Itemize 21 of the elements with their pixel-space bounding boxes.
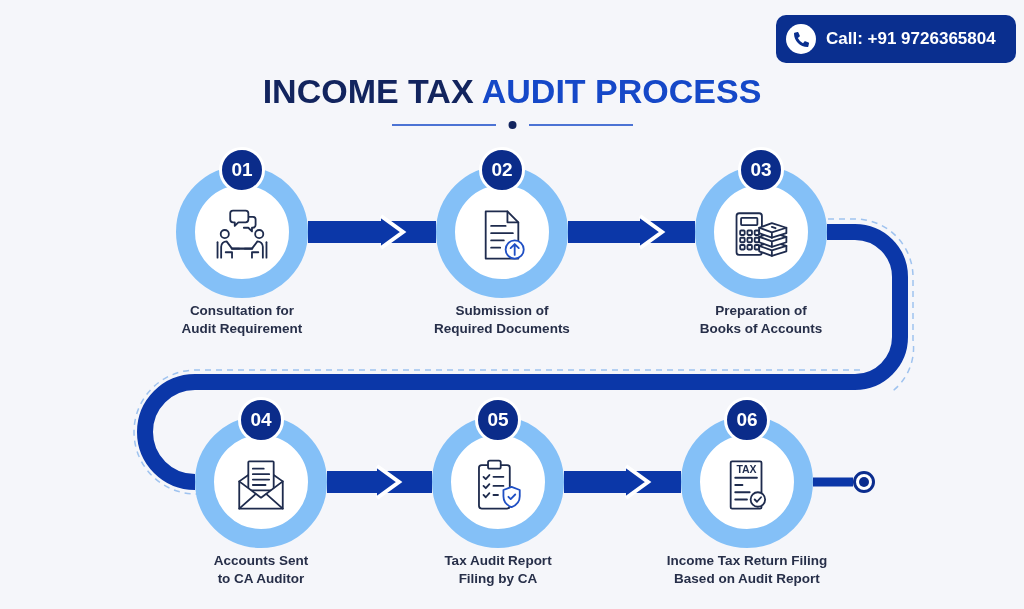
end-point-marker (853, 471, 875, 493)
step-number-badge: 04 (238, 397, 284, 443)
step-caption: Consultation for Audit Requirement (180, 302, 304, 338)
document-heading-text: TAX (735, 463, 758, 475)
page-title: INCOME TAX AUDIT PROCESS (261, 71, 763, 112)
flow-arrow (327, 464, 432, 500)
phone-number-text: Call: +91 9726365804 (826, 28, 996, 51)
step-number-badge: 01 (219, 147, 265, 193)
step-number-badge: 05 (475, 397, 521, 443)
step-caption: Accounts Sent to CA Auditor (212, 552, 310, 588)
flow-arrow (564, 464, 681, 500)
step-number-badge: 02 (479, 147, 525, 193)
step-number-badge: 06 (724, 397, 770, 443)
step-caption: Tax Audit Report Filing by CA (443, 552, 553, 588)
step-caption: Submission of Required Documents (433, 302, 571, 338)
step-caption: Preparation of Books of Accounts (698, 302, 824, 338)
connector-line (813, 477, 853, 487)
flow-arrow (308, 214, 436, 250)
step-caption: Income Tax Return Filing Based on Audit Report (665, 552, 829, 588)
flow-arrow (568, 214, 695, 250)
step-number-badge: 03 (738, 147, 784, 193)
